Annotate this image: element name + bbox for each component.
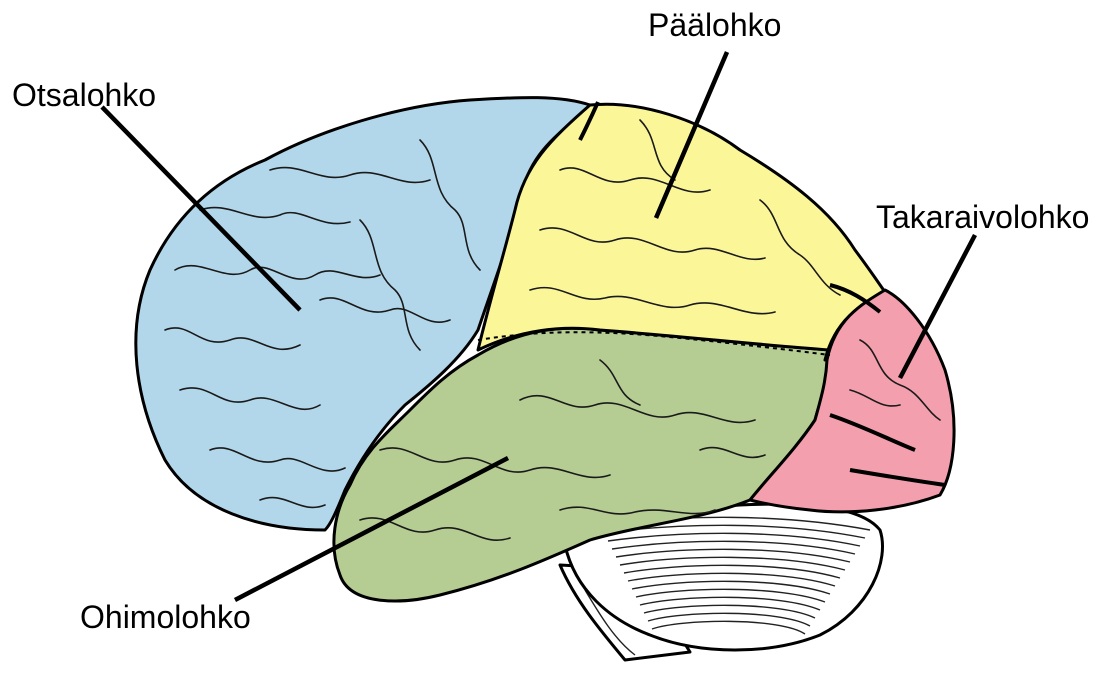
label-occipital-lobe: Takaraivolohko [876, 199, 1089, 235]
label-parietal-lobe: Päälohko [648, 7, 781, 43]
label-temporal-lobe: Ohimolohko [80, 599, 251, 635]
label-frontal-lobe: Otsalohko [12, 77, 156, 113]
